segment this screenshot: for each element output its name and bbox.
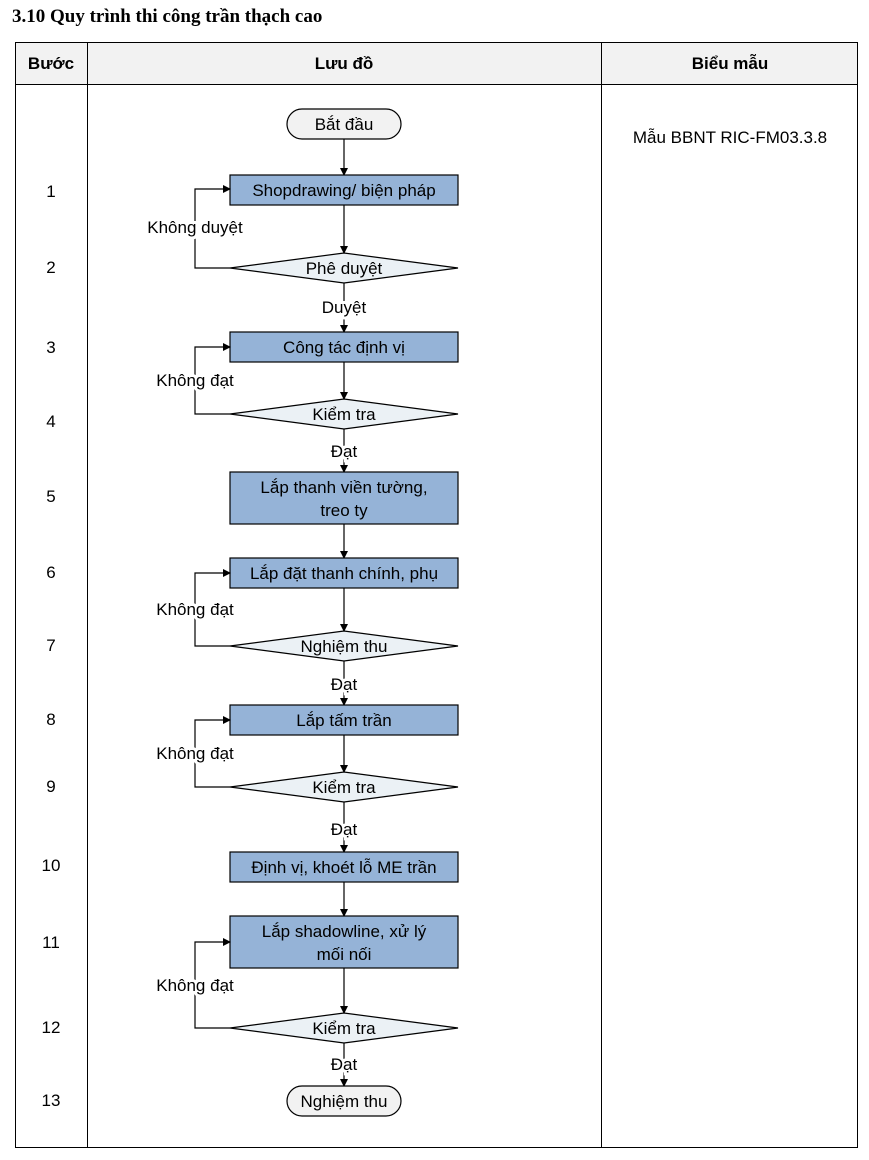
step-number: 12 (41, 1018, 61, 1037)
loop-back-connector (194, 938, 231, 1029)
header-step: Bước (27, 53, 75, 73)
decision-inspection (229, 771, 459, 803)
process-wall-trim-line1: Lắp thanh viền tường, (260, 478, 427, 497)
decision-acceptance-label: Nghiệm thu (301, 637, 388, 656)
step-number: 10 (41, 856, 61, 875)
decision-approval (229, 252, 459, 284)
column-divider-form (601, 42, 602, 1148)
process-me-openings-label: Định vị, khoét lỗ ME trần (251, 858, 436, 877)
pass-label: Đạt (331, 442, 358, 461)
start-label: Bắt đầu (315, 115, 374, 134)
step-number: 8 (46, 710, 56, 729)
process-main-runners (229, 557, 459, 589)
header-form: Biểu mẫu (691, 53, 769, 73)
pass-label: Đạt (331, 675, 358, 694)
process-positioning (229, 331, 459, 363)
process-wall-trim (229, 471, 459, 525)
header-flowchart: Lưu đồ (314, 53, 374, 73)
process-wall-trim-line2: treo ty (320, 501, 368, 520)
end-label: Nghiệm thu (301, 1092, 388, 1111)
loop-back-connector (194, 716, 231, 788)
process-shadowline-line2: mối nối (317, 945, 372, 964)
process-shopdrawing-label: Shopdrawing/ biện pháp (252, 181, 435, 200)
reject-label: Không duyệt (147, 218, 243, 237)
loop-back-connector (194, 569, 231, 647)
decision-inspection (229, 1012, 459, 1044)
section-title: 3.10 Quy trình thi công trần thạch cao (12, 6, 323, 27)
process-ceiling-boards (229, 704, 459, 736)
step-number: 2 (46, 258, 56, 277)
step-number: 3 (46, 338, 56, 357)
end-terminal (286, 1085, 402, 1117)
column-divider-step (87, 42, 88, 1148)
loop-back-connector (194, 185, 231, 269)
pass-label: Đạt (331, 1055, 358, 1074)
fail-label: Không đạt (156, 976, 234, 995)
decision-inspection-label: Kiểm tra (312, 1019, 376, 1038)
step-number: 1 (46, 182, 56, 201)
step-number: 11 (42, 933, 60, 952)
approved-label: Duyệt (322, 298, 367, 317)
step-number: 5 (46, 487, 56, 506)
decision-inspection-label: Kiểm tra (312, 778, 376, 797)
loop-back-connector (194, 343, 231, 415)
fail-label: Không đạt (156, 744, 234, 763)
form-reference: Mẫu BBNT RIC-FM03.3.8 (632, 128, 828, 147)
process-shadowline-line1: Lắp shadowline, xử lý (262, 922, 427, 941)
decision-approval-label: Phê duyệt (306, 259, 383, 278)
pass-label: Đạt (331, 820, 358, 839)
fail-label: Không đạt (156, 600, 234, 619)
step-number: 7 (46, 636, 56, 655)
step-number: 9 (46, 777, 56, 796)
process-positioning-label: Công tác định vị (283, 338, 405, 357)
procedure-table (15, 42, 858, 1148)
decision-inspection-label: Kiểm tra (312, 405, 376, 424)
process-main-runners-label: Lắp đặt thanh chính, phụ (250, 564, 438, 583)
step-number: 4 (46, 412, 56, 431)
step-number: 13 (41, 1091, 61, 1110)
fail-label: Không đạt (156, 371, 234, 390)
decision-acceptance (229, 630, 459, 662)
process-shadowline (229, 915, 459, 969)
step-number: 6 (46, 563, 56, 582)
table-header-row (15, 42, 858, 85)
decision-inspection (229, 398, 459, 430)
process-ceiling-boards-label: Lắp tấm trần (296, 711, 391, 730)
